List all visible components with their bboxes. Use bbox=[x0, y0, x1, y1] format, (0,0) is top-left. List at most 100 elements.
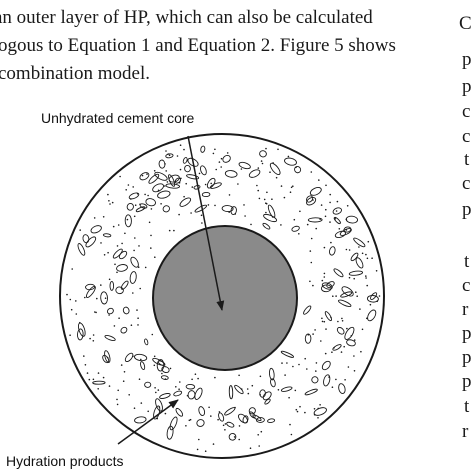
texture-ellipse bbox=[115, 286, 124, 295]
texture-dot bbox=[280, 185, 283, 187]
texture-dot bbox=[157, 189, 160, 192]
texture-dot bbox=[84, 296, 86, 299]
texture-ellipse bbox=[267, 418, 276, 424]
texture-dot bbox=[309, 280, 311, 283]
texture-dot bbox=[108, 278, 111, 281]
texture-ellipse bbox=[173, 390, 183, 397]
texture-ellipse bbox=[367, 309, 377, 322]
texture-ellipse bbox=[329, 246, 336, 256]
texture-dot bbox=[258, 197, 261, 200]
texture-ellipse bbox=[124, 352, 134, 363]
texture-dot bbox=[96, 297, 98, 300]
texture-dot bbox=[286, 362, 288, 364]
texture-dot bbox=[204, 183, 207, 186]
texture-ellipse bbox=[228, 433, 237, 441]
right-column-char: t bbox=[464, 396, 470, 417]
texture-dot bbox=[347, 366, 350, 368]
core-arrow bbox=[187, 135, 225, 311]
texture-dot bbox=[79, 229, 81, 231]
texture-ellipse bbox=[187, 157, 199, 167]
texture-dot bbox=[147, 410, 149, 413]
right-column-char: r bbox=[462, 299, 469, 320]
texture-ellipse bbox=[200, 165, 207, 176]
texture-dot bbox=[244, 215, 246, 217]
texture-dot bbox=[257, 434, 260, 436]
texture-ellipse bbox=[100, 291, 108, 305]
right-column-char: c bbox=[462, 275, 471, 296]
texture-ellipse bbox=[326, 281, 335, 288]
texture-dot bbox=[164, 378, 167, 380]
texture-dot bbox=[353, 370, 356, 372]
hydration-products-texture bbox=[66, 142, 381, 453]
texture-dot bbox=[119, 175, 121, 178]
texture-dot bbox=[222, 424, 225, 427]
texture-dot bbox=[249, 447, 252, 450]
texture-dot bbox=[299, 210, 301, 213]
texture-dot bbox=[298, 363, 300, 366]
texture-dot bbox=[116, 398, 118, 401]
texture-ellipse bbox=[179, 197, 192, 207]
texture-ellipse bbox=[77, 328, 84, 341]
texture-dot bbox=[183, 148, 185, 151]
texture-dot bbox=[121, 242, 123, 245]
texture-ellipse bbox=[198, 406, 206, 417]
texture-dot bbox=[165, 170, 167, 172]
texture-dot bbox=[345, 229, 348, 231]
texture-ellipse bbox=[248, 407, 256, 415]
texture-ellipse bbox=[152, 183, 164, 193]
texture-dot bbox=[260, 430, 263, 433]
texture-dot bbox=[141, 174, 144, 177]
texture-ellipse bbox=[337, 299, 352, 308]
texture-dot bbox=[94, 311, 96, 313]
texture-dot bbox=[306, 223, 309, 226]
texture-dot bbox=[158, 406, 161, 408]
texture-ellipse bbox=[333, 268, 344, 278]
texture-dot bbox=[220, 157, 223, 160]
texture-ellipse bbox=[169, 416, 178, 431]
texture-dot bbox=[295, 166, 297, 169]
texture-dot bbox=[186, 159, 189, 162]
texture-dot bbox=[224, 429, 226, 431]
texture-dot bbox=[315, 370, 317, 372]
texture-ellipse bbox=[304, 388, 318, 396]
texture-dot bbox=[179, 168, 182, 171]
texture-dot bbox=[325, 208, 327, 211]
texture-dot bbox=[335, 210, 338, 212]
texture-dot bbox=[178, 388, 180, 391]
texture-dot bbox=[66, 293, 68, 296]
texture-dot bbox=[89, 337, 91, 340]
texture-dot bbox=[161, 372, 163, 375]
texture-dot bbox=[100, 242, 102, 244]
texture-dot bbox=[210, 182, 212, 185]
texture-dot bbox=[95, 311, 97, 314]
texture-dot bbox=[315, 362, 318, 364]
texture-ellipse bbox=[321, 360, 331, 371]
texture-dot bbox=[353, 339, 356, 341]
texture-ellipse bbox=[116, 264, 128, 272]
texture-ellipse bbox=[348, 270, 364, 276]
texture-dot bbox=[266, 191, 268, 194]
texture-ellipse bbox=[128, 192, 140, 200]
texture-dot bbox=[114, 263, 116, 266]
texture-dot bbox=[185, 425, 187, 427]
texture-dot bbox=[204, 450, 207, 453]
texture-dot bbox=[228, 211, 230, 213]
texture-ellipse bbox=[267, 204, 276, 218]
texture-ellipse bbox=[323, 374, 331, 387]
texture-ellipse bbox=[259, 150, 267, 158]
texture-dot bbox=[277, 148, 279, 151]
texture-dot bbox=[138, 245, 140, 247]
texture-dot bbox=[92, 340, 95, 342]
texture-dot bbox=[125, 189, 127, 191]
texture-dot bbox=[340, 351, 343, 353]
texture-dot bbox=[366, 317, 368, 320]
texture-dot bbox=[139, 287, 141, 290]
texture-dot bbox=[220, 166, 222, 168]
texture-ellipse bbox=[159, 393, 171, 399]
texture-dot bbox=[166, 181, 169, 183]
texture-dot bbox=[212, 152, 215, 155]
texture-ellipse bbox=[104, 334, 116, 342]
texture-ellipse bbox=[320, 284, 332, 293]
texture-ellipse bbox=[144, 381, 152, 388]
texture-dot bbox=[200, 214, 203, 217]
